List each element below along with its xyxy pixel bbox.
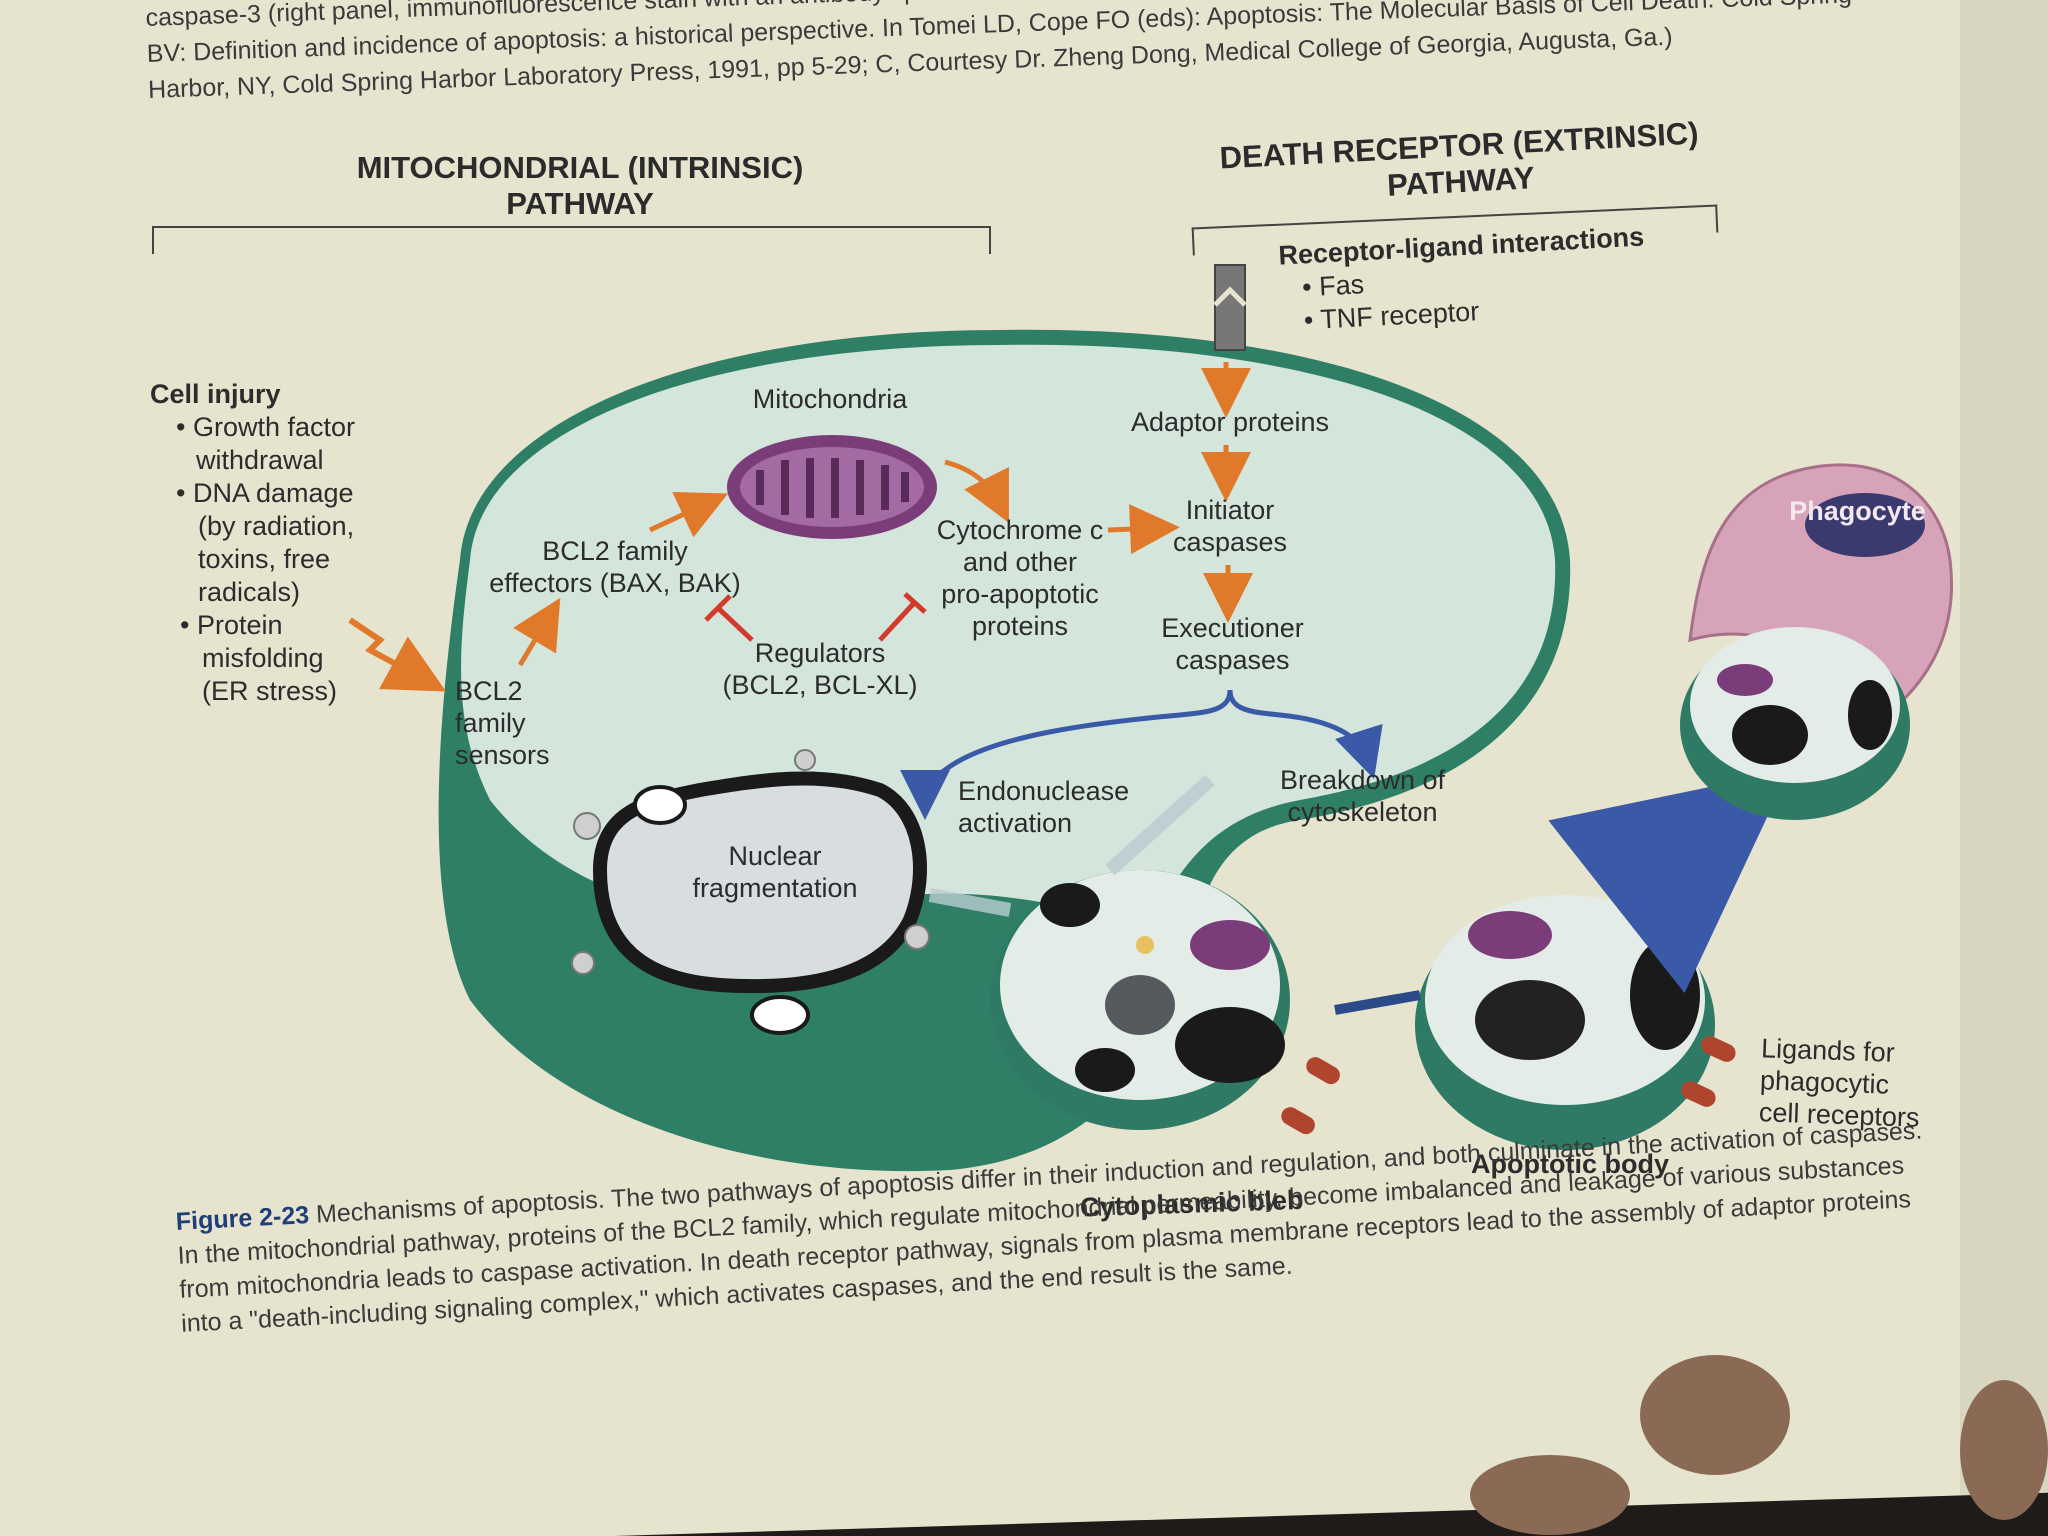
sensor-to-effector-arrow: [513, 597, 561, 667]
cytoskeleton-line: Breakdown of: [1279, 765, 1446, 795]
death-receptor-icon: [1214, 264, 1246, 351]
endonuclease-line: Endonuclease: [958, 776, 1130, 806]
cell-injury-item: misfolding: [202, 643, 324, 673]
receptor-list: Receptor-ligand interactions • Fas • TNF…: [1278, 220, 1649, 338]
executioner-line: Executioner: [1161, 613, 1304, 643]
nuclear-line: Nuclear: [728, 841, 822, 871]
nuclear-line: fragmentation: [692, 873, 858, 903]
regulators-label: Regulators (BCL2, BCL-XL): [710, 637, 930, 701]
executioner-brace: [900, 689, 1233, 820]
injury-arrow: [348, 617, 447, 692]
cytoskeleton-label: Breakdown of cytoskeleton: [1270, 764, 1455, 828]
cell-injury-item: (by radiation,: [198, 511, 355, 541]
intrinsic-header-line: MITOCHONDRIAL (INTRINSIC): [356, 150, 804, 185]
initiator-line: Initiator: [1185, 495, 1275, 525]
finger: [1470, 1455, 1630, 1535]
regulators-line: (BCL2, BCL-XL): [722, 670, 918, 700]
cell-injury-list: Cell injury • Growth factor withdrawal •…: [150, 378, 355, 708]
cytochrome-line: and other: [962, 547, 1078, 577]
cell-injury-item: • Protein: [180, 610, 283, 640]
mito-to-cytc-arrow: [944, 459, 1009, 523]
bcl2-effectors-label: BCL2 family effectors (BAX, BAK): [470, 535, 760, 599]
bcl2-sensors-label: BCL2 family sensors: [455, 675, 550, 771]
endonuclease-line: activation: [958, 808, 1073, 838]
mitochondria-label: Mitochondria: [752, 384, 908, 414]
figure-number: Figure 2-23: [175, 1201, 310, 1236]
initiator-caspases-label: Initiator caspases: [1150, 494, 1310, 558]
adaptor-proteins-label: Adaptor proteins: [1130, 407, 1330, 437]
executioner-line: caspases: [1175, 645, 1290, 675]
bcl2-sensors-line: sensors: [455, 740, 550, 770]
regulator-inhibit-left: [704, 594, 754, 642]
regulator-inhibit-right: [878, 592, 927, 642]
executioner-caspases-label: Executioner caspases: [1150, 612, 1315, 676]
cell-injury-title: Cell injury: [150, 379, 281, 409]
apoptotic-body-label: Apoptotic body: [1471, 1149, 1669, 1179]
bcl2-sensors-line: BCL2: [455, 676, 523, 706]
engulfment-arrow: [1548, 770, 1790, 994]
intrinsic-bracket: [152, 226, 991, 254]
bcl2-sensors-line: family: [455, 708, 526, 738]
phagocyte-nucleus: [1805, 493, 1925, 557]
page-edge-shadow: [1960, 0, 2048, 1536]
thumb: [1640, 1355, 1790, 1475]
cytochrome-line: Cytochrome c: [936, 515, 1104, 545]
cell-injury-item: • Growth factor: [176, 412, 356, 442]
finger: [1960, 1380, 2048, 1520]
cytc-to-initiator-arrow: [1107, 504, 1180, 555]
bcl2-effectors-line: BCL2 family: [542, 536, 688, 566]
cytochrome-line: proteins: [971, 611, 1069, 641]
cell-injury-item: radicals): [198, 577, 301, 607]
phagocyte-label: Phagocyte: [1789, 496, 1926, 526]
effector-to-mito-arrow: [648, 492, 729, 538]
intrinsic-pathway-header: MITOCHONDRIAL (INTRINSIC) PATHWAY: [330, 150, 830, 222]
cell-injury-item: toxins, free: [198, 544, 331, 574]
cytochrome-label: Cytochrome c and other pro-apoptotic pro…: [915, 514, 1125, 642]
cytochrome-line: pro-apoptotic: [941, 579, 1099, 609]
endonuclease-label: Endonuclease activation: [958, 775, 1129, 839]
initiator-line: caspases: [1172, 527, 1288, 557]
nuclear-fragmentation-label: Nuclear fragmentation: [680, 840, 870, 904]
bcl2-effectors-line: effectors (BAX, BAK): [489, 568, 741, 598]
cell-injury-item: • DNA damage: [176, 478, 354, 508]
cell-injury-item: (ER stress): [202, 676, 337, 706]
cell-injury-item: withdrawal: [196, 445, 324, 475]
nucleus-fragment: [592, 771, 927, 994]
regulators-line: Regulators: [754, 638, 886, 668]
cytoskeleton-line: cytoskeleton: [1287, 797, 1438, 827]
intrinsic-header-line: PATHWAY: [506, 186, 654, 221]
